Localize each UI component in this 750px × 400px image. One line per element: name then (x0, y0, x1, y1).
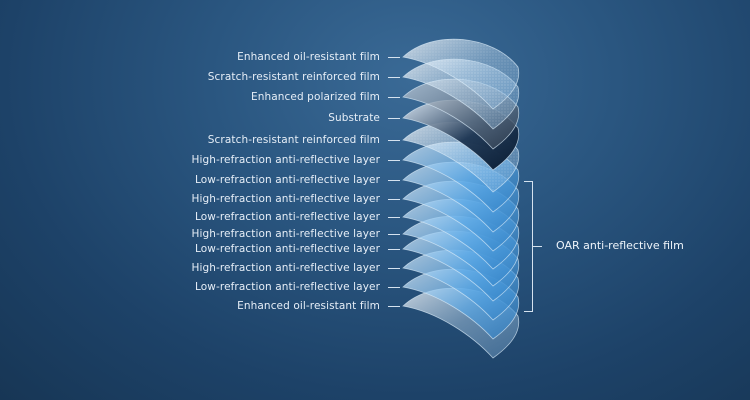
layer-label: High-refraction anti-reflective layer (191, 154, 380, 166)
layer-leader-line (388, 180, 400, 181)
group-bracket-bottom (524, 311, 533, 312)
layer-leader-line (388, 306, 400, 307)
group-bracket-top (524, 181, 533, 182)
layer-label: Low-refraction anti-reflective layer (195, 281, 380, 293)
group-bracket (532, 181, 533, 312)
layer-leader-line (388, 287, 400, 288)
layer-label: Scratch-resistant reinforced film (207, 134, 380, 146)
layer-leader-line (388, 77, 400, 78)
layer-leader-line (388, 118, 400, 119)
layer-label: High-refraction anti-reflective layer (191, 228, 380, 240)
layer-leader-line (388, 217, 400, 218)
lens-layer-texture (403, 39, 519, 109)
layer-leader-line (388, 249, 400, 250)
layer-label: Low-refraction anti-reflective layer (195, 243, 380, 255)
layer-label: Enhanced oil-resistant film (237, 51, 380, 63)
layer-leader-line (388, 140, 400, 141)
layer-label: Enhanced polarized film (251, 91, 380, 103)
layer-leader-line (388, 268, 400, 269)
layer-leader-line (388, 160, 400, 161)
layer-leader-line (388, 234, 400, 235)
layer-label: High-refraction anti-reflective layer (191, 193, 380, 205)
layer-leader-line (388, 199, 400, 200)
layer-label: Substrate (328, 112, 380, 124)
layer-label: High-refraction anti-reflective layer (191, 262, 380, 274)
layer-label: Low-refraction anti-reflective layer (195, 174, 380, 186)
layer-label: Scratch-resistant reinforced film (207, 71, 380, 83)
layer-label: Low-refraction anti-reflective layer (195, 211, 380, 223)
layer-leader-line (388, 97, 400, 98)
layer-label: Enhanced oil-resistant film (237, 300, 380, 312)
group-label: OAR anti-reflective film (556, 239, 684, 252)
layer-leader-line (388, 57, 400, 58)
group-bracket-pointer (533, 246, 542, 247)
